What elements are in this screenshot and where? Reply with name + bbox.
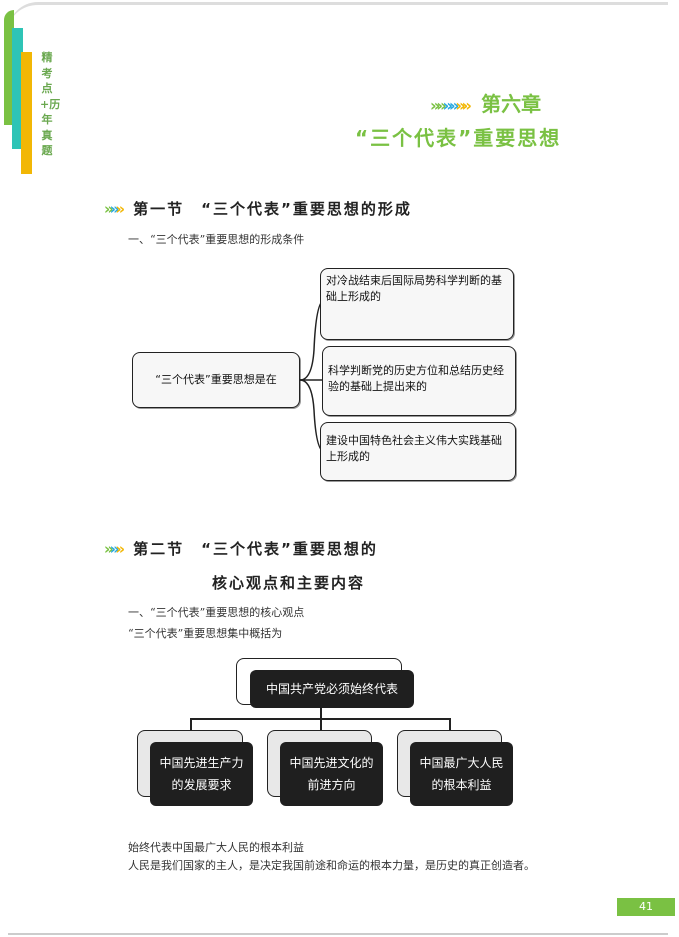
section-title: 第二节 “三个代表”重要思想的 [133,540,378,558]
yellow-stripe [21,52,32,174]
chevrons-icon: »»» [104,539,125,558]
page-frame [8,2,668,935]
chevrons-icon: »»»»»» [430,96,472,115]
section2-heading-line2: 核心观点和主要内容 [212,574,366,592]
diagram1-root: “三个代表”重要思想是在 [132,352,300,408]
section2-heading: »»» 第二节 “三个代表”重要思想的 [104,538,378,559]
diagram2-root: 中国共产党必须始终代表 [250,670,414,708]
section2-subheading: 一、“三个代表”重要思想的核心观点 [128,606,305,619]
connector [449,718,451,730]
chapter-title: “三个代表”重要思想 [355,126,562,150]
diagram1-connectors [299,299,325,453]
diagram2-child: 中国最广大人民的根本利益 [410,742,513,806]
diagram1-branch: 科学判断党的历史方位和总结历史经验的基础上提出来的 [322,346,516,416]
paragraph-title: 始终代表中国最广大人民的根本利益 [128,841,304,854]
diagram2-child: 中国先进文化的前进方向 [280,742,383,806]
teal-stripe [12,28,23,149]
diagram1-branch: 对冷战结束后国际局势科学判断的基础上形成的 [320,268,514,340]
section1-heading: »»» 第一节 “三个代表”重要思想的形成 [104,198,412,219]
page-number: 41 [617,898,675,916]
connector [190,718,192,730]
section2-intro: “三个代表”重要思想集中概括为 [128,627,283,640]
section-title: 第一节 “三个代表”重要思想的形成 [133,200,412,218]
diagram2-child: 中国先进生产力的发展要求 [150,742,253,806]
chapter-header: »»»»»» 第六章 [430,88,541,117]
diagram1-branch: 建设中国特色社会主义伟大实践基础上形成的 [320,422,516,481]
connector [190,718,450,720]
green-stripe [4,10,14,125]
sidebar-label: 精考点+历年真题 [40,51,61,157]
paragraph-text: 人民是我们国家的主人，是决定我国前途和命运的根本力量，是历史的真正创造者。 [128,859,535,872]
chapter-number: 第六章 [481,92,542,116]
section1-subheading: 一、“三个代表”重要思想的形成条件 [128,233,305,246]
chevrons-icon: »»» [104,199,125,218]
